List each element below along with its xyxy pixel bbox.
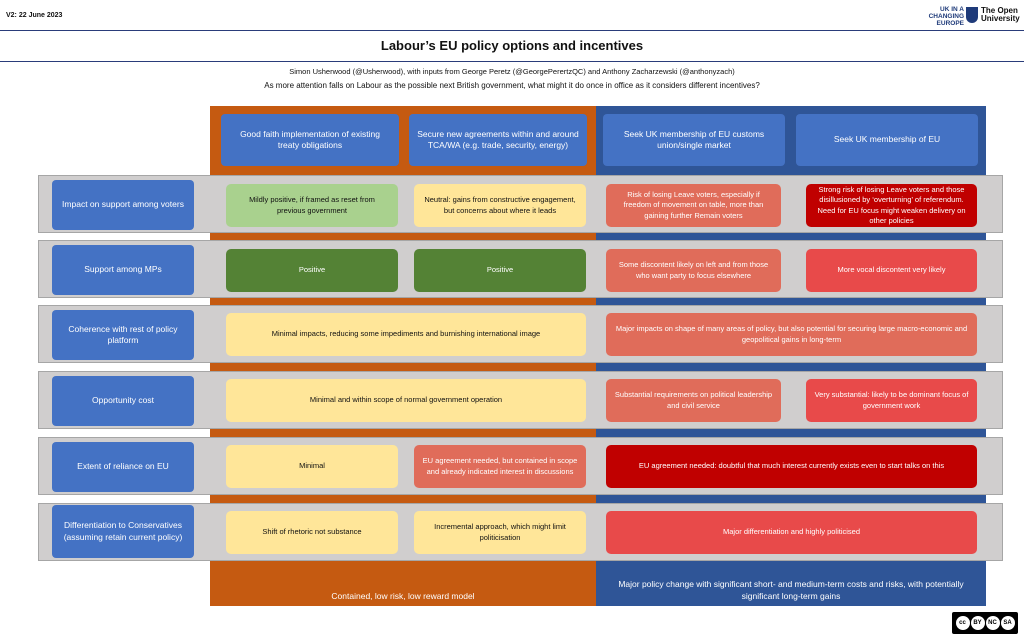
cell-mps-customs-union: Some discontent likely on left and from … (606, 249, 781, 292)
cell-reliance-major-change: EU agreement needed: doubtful that much … (606, 445, 977, 488)
cc-icon: cc (955, 616, 970, 630)
row-label-mps: Support among MPs (52, 245, 194, 295)
cell-differentiation-new-agreements: Incremental approach, which might limit … (414, 511, 586, 554)
row-label-differentiation: Differentiation to Conservatives (assumi… (52, 505, 194, 558)
cell-mps-good-faith: Positive (226, 249, 398, 292)
cell-mps-eu-membership: More vocal discontent very likely (806, 249, 977, 292)
cell-coherence-major-change: Major impacts on shape of many areas of … (606, 313, 977, 356)
cell-mps-new-agreements: Positive (414, 249, 586, 292)
cell-voters-eu-membership: Strong risk of losing Leave voters and t… (806, 184, 977, 227)
page-title: Labour’s EU policy options and incentive… (380, 38, 644, 53)
cell-differentiation-good-faith: Shift of rhetoric not substance (226, 511, 398, 554)
cell-differentiation-major-change: Major differentiation and highly politic… (606, 511, 977, 554)
version-label: V2: 22 June 2023 (6, 12, 63, 19)
cell-opportunity-customs-union: Substantial requirements on political le… (606, 379, 781, 422)
column-header-good-faith: Good faith implementation of existing tr… (221, 114, 399, 166)
column-header-new-agreements: Secure new agreements within and around … (409, 114, 587, 166)
cell-reliance-new-agreements: EU agreement needed, but contained in sc… (414, 445, 586, 488)
row-label-voters: Impact on support among voters (52, 180, 194, 230)
column-header-eu-membership: Seek UK membership of EU (796, 114, 978, 166)
open-university-logo-text: The Open University (981, 6, 1020, 23)
row-label-opportunity-cost: Opportunity cost (52, 376, 194, 426)
top-divider (0, 30, 1024, 31)
question-line: As more attention falls on Labour as the… (264, 81, 760, 90)
cell-voters-customs-union: Risk of losing Leave voters, especially … (606, 184, 781, 227)
shield-icon (966, 7, 978, 23)
nc-icon: NC (985, 616, 1000, 630)
column-header-customs-union: Seek UK membership of EU customs union/s… (603, 114, 785, 166)
title-divider (0, 61, 1024, 62)
cell-voters-good-faith: Mildly positive, if framed as reset from… (226, 184, 398, 227)
cell-opportunity-eu-membership: Very substantial: likely to be dominant … (806, 379, 977, 422)
summary-contained-model: Contained, low risk, low reward model (331, 591, 475, 602)
cell-voters-new-agreements: Neutral: gains from constructive engagem… (414, 184, 586, 227)
cell-reliance-good-faith: Minimal (226, 445, 398, 488)
creative-commons-badge[interactable]: cc BY NC SA (952, 612, 1018, 634)
summary-major-change: Major policy change with significant sho… (618, 579, 964, 602)
sa-icon: SA (1000, 616, 1015, 630)
cell-coherence-contained: Minimal impacts, reducing some impedimen… (226, 313, 586, 356)
uk-changing-europe-logo: UK IN A CHANGING EUROPE (928, 6, 964, 27)
row-label-coherence: Coherence with rest of policy platform (52, 310, 194, 360)
row-label-reliance: Extent of reliance on EU (52, 442, 194, 492)
authors-line: Simon Usherwood (@Usherwood), with input… (289, 67, 735, 76)
by-icon: BY (970, 616, 985, 630)
cell-opportunity-contained: Minimal and within scope of normal gover… (226, 379, 586, 422)
open-university-logo: The Open University (966, 7, 1022, 29)
